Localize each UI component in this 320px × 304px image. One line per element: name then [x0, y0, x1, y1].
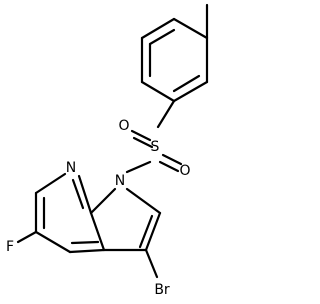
- bromine-label: Br: [154, 282, 170, 298]
- pyrrole-bond: [125, 187, 162, 215]
- sulfonyl-o-lower-bond: [158, 160, 180, 173]
- oxygen-lower-label: O: [179, 163, 190, 179]
- sulfur-label: S: [151, 139, 160, 155]
- molecule-structure: N N S O O F Br: [6, 3, 209, 298]
- tolyl-bond: [140, 17, 176, 40]
- fluorine-label: F: [6, 239, 14, 255]
- pyridine-double-bond: [70, 240, 100, 245]
- oxygen-upper-label: O: [118, 118, 129, 134]
- tolyl-bond: [140, 80, 176, 103]
- sulfonyl-o-upper-bond: [130, 129, 152, 142]
- tolyl-bond: [172, 17, 209, 40]
- pyrrole-bond: [144, 211, 162, 252]
- pyridine-bond: [34, 230, 72, 254]
- pyridine-bond: [34, 172, 67, 195]
- sulfonyl-o-upper-bond: [132, 136, 154, 149]
- pyrrole-bond: [89, 187, 117, 215]
- tolyl-bond: [172, 80, 209, 103]
- pyrrole-double-bond: [138, 214, 154, 249]
- sulfonyl-o-lower-bond: [161, 153, 183, 166]
- pyridine-double-bond: [71, 178, 85, 210]
- tolyl-double-bond: [172, 74, 201, 93]
- tolyl-double-bond: [148, 28, 176, 46]
- nitrogen-n1-label: N: [115, 173, 125, 189]
- pyridine-bond: [68, 248, 106, 254]
- nitrogen-n7-label: N: [66, 160, 76, 176]
- pyrrole-bond: [89, 211, 106, 252]
- aryl-sulfur-bond: [156, 99, 176, 129]
- sulfur-nitrogen-bond: [125, 160, 152, 174]
- pyridine-bond: [77, 174, 93, 215]
- fluorine-bond: [16, 230, 38, 244]
- bromine-bond: [144, 248, 159, 279]
